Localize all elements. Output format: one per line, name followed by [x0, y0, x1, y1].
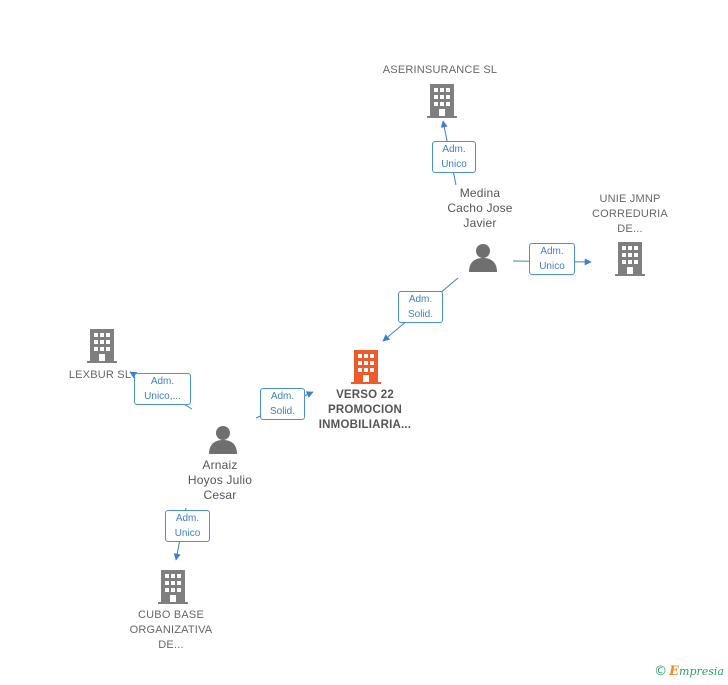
node-label-line: CUBO BASE — [138, 609, 204, 621]
person-icon[interactable] — [208, 424, 238, 454]
node-label-line: PROMOCION — [328, 404, 402, 416]
relation-line: Adm. — [540, 246, 564, 257]
node-label-medina[interactable]: Medina Cacho Jose Javier — [430, 186, 530, 231]
relation-line: Unico,... — [144, 391, 181, 402]
relation-badge-arnaiz-cubo[interactable]: Adm. Unico — [165, 510, 210, 542]
brand-name: mpresia — [679, 665, 724, 678]
brand-logo: ©Empresia — [654, 664, 724, 679]
relation-line: Adm. — [150, 376, 175, 387]
relation-line: Adm. — [175, 513, 200, 524]
building-icon[interactable] — [158, 570, 188, 604]
node-label-line: Arnaiz — [202, 458, 238, 472]
node-label-line: DE... — [158, 639, 184, 651]
node-label-aserinsurance[interactable]: ASERINSURANCE SL — [382, 64, 498, 76]
node-label-line: DE... — [617, 223, 643, 235]
node-label-line: UNIE JMNP — [599, 193, 661, 205]
node-label-line: INMOBILIARIA... — [318, 419, 412, 431]
building-icon[interactable] — [427, 84, 457, 118]
node-label-line: Cesar — [203, 488, 237, 502]
relation-line: Adm. — [270, 391, 295, 402]
relation-badge-arnaiz-verso[interactable]: Adm. Solid. — [260, 388, 305, 420]
node-label-line: Medina — [459, 186, 501, 200]
relation-badge-medina-unie[interactable]: Adm. Unico — [529, 243, 575, 275]
node-label-lexbur[interactable]: LEXBUR SL — [68, 369, 132, 381]
node-label-unie[interactable]: UNIE JMNP CORREDURIA DE... — [570, 192, 690, 237]
node-label-line: ORGANIZATIVA — [129, 624, 213, 636]
relation-badge-arnaiz-lexbur[interactable]: Adm. Unico,... — [134, 373, 191, 405]
node-label-line: Javier — [463, 216, 497, 230]
building-icon-focus[interactable] — [351, 350, 381, 384]
brand-initial: E — [669, 664, 680, 679]
node-label-arnaiz[interactable]: Arnaiz Hoyos Julio Cesar — [170, 458, 270, 503]
node-label-line: VERSO 22 — [336, 389, 394, 401]
node-label-line: CORREDURIA — [592, 208, 668, 220]
relation-line: Unico — [174, 528, 201, 539]
relation-badge-medina-aserinsurance[interactable]: Adm. Unico — [432, 141, 476, 173]
person-icon[interactable] — [468, 242, 498, 272]
node-label-cubo[interactable]: CUBO BASE ORGANIZATIVA DE... — [115, 608, 227, 653]
node-label-verso[interactable]: VERSO 22 PROMOCION INMOBILIARIA... — [298, 388, 432, 433]
building-icon[interactable] — [615, 242, 645, 276]
relation-line: Adm. — [408, 294, 433, 305]
building-icon[interactable] — [87, 329, 117, 363]
relation-line: Unico — [441, 159, 467, 170]
node-label-line: Hoyos Julio — [187, 473, 253, 487]
relation-line: Solid. — [407, 309, 433, 320]
node-label-line: Cacho Jose — [447, 201, 513, 215]
relation-line: Unico — [539, 261, 565, 272]
relation-badge-medina-verso[interactable]: Adm. Solid. — [398, 291, 443, 323]
copyright-symbol: © — [654, 664, 668, 679]
relation-line: Solid. — [269, 406, 295, 417]
relation-line: Adm. — [442, 144, 466, 155]
